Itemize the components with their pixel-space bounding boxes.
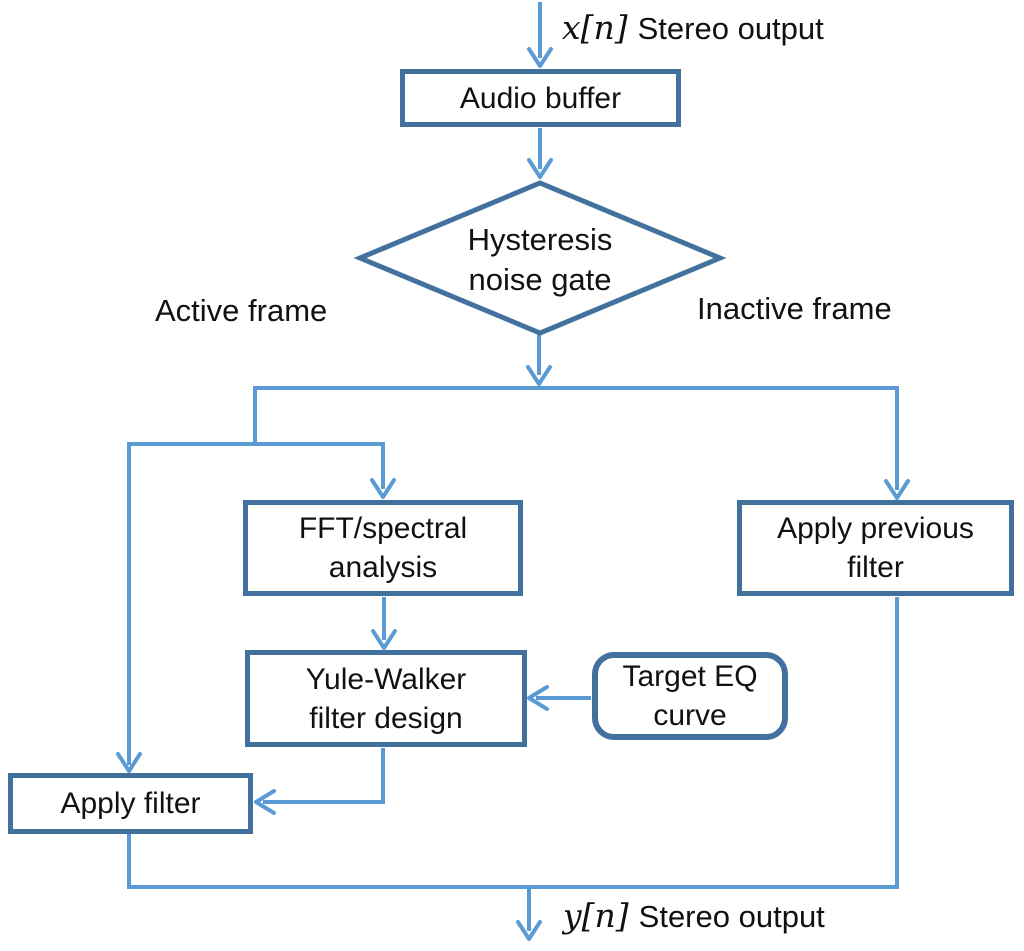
connector-yule-to-apply-filter <box>254 748 385 815</box>
connector-gate-to-split <box>526 334 552 386</box>
connector-active-branch <box>116 442 396 773</box>
connector-buffer-to-gate <box>527 128 553 179</box>
input-signal-text: Stereo output <box>637 11 824 46</box>
output-signal-text: Stereo output <box>638 899 825 934</box>
output-signal-math: y[n] <box>563 896 629 935</box>
node-fft-analysis: FFT/spectral analysis <box>243 500 523 596</box>
decision-diamond-shape <box>353 180 727 336</box>
node-noise-gate-label: Hysteresis noise gate <box>467 222 613 297</box>
node-apply-previous-filter: Apply previous filter <box>737 500 1014 596</box>
input-signal-math: x[n] <box>562 8 628 47</box>
output-signal-label: y[n] Stereo output <box>563 896 825 937</box>
connector-split-bar-and-inactive-branch <box>253 386 910 500</box>
node-target-eq-curve: Target EQ curve <box>592 652 788 740</box>
branch-label-active: Active frame <box>155 293 328 328</box>
connector-collector-bar <box>127 597 899 889</box>
node-apply-filter: Apply filter <box>8 773 253 834</box>
connector-fft-to-yule <box>371 597 397 650</box>
node-audio-buffer: Audio buffer <box>400 69 681 127</box>
connector-input-arrow <box>527 2 553 68</box>
connector-eq-to-yule <box>527 685 591 711</box>
input-signal-label: x[n] Stereo output <box>562 8 824 49</box>
branch-label-inactive: Inactive frame <box>697 291 892 326</box>
node-yule-walker: Yule-Walker filter design <box>245 650 527 747</box>
connector-output-arrow <box>516 889 542 941</box>
